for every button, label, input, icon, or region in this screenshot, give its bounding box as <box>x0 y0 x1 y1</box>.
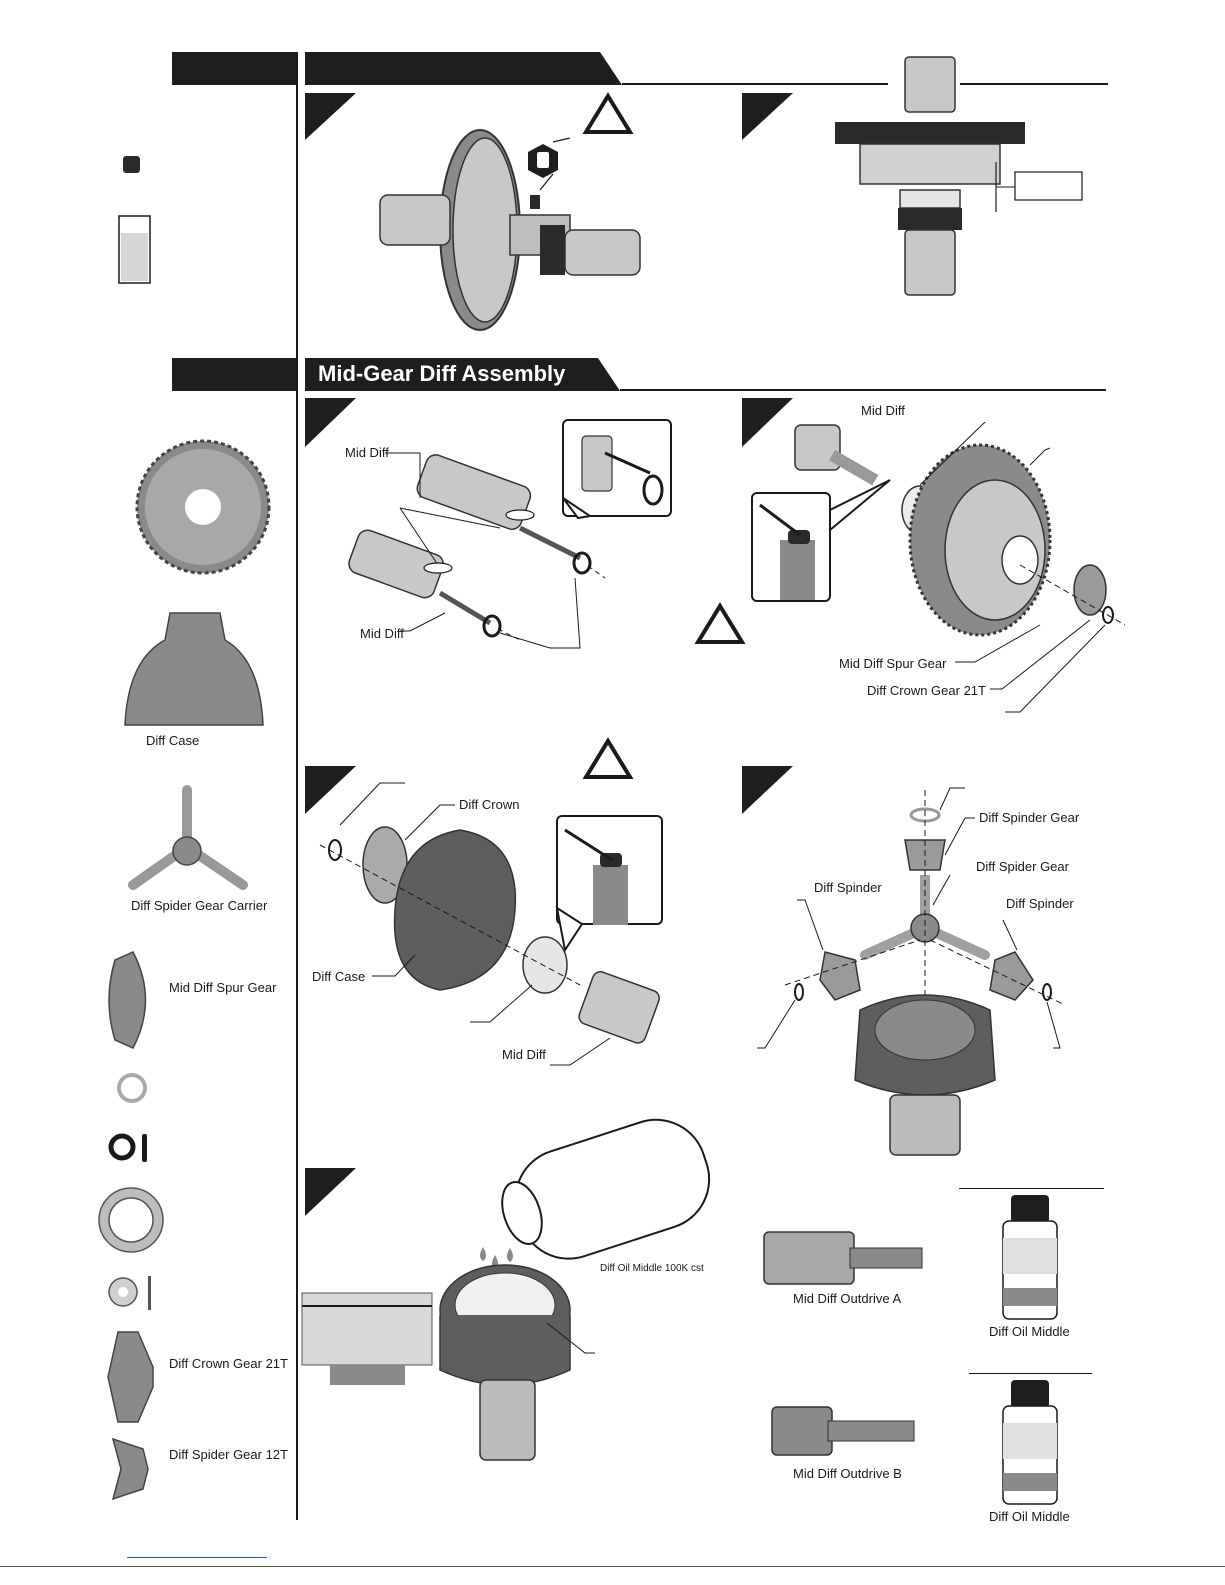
oil-scale-icon <box>118 215 151 284</box>
oil-bottle-icon <box>1002 1195 1058 1320</box>
oil-bottle-icon <box>1002 1380 1058 1505</box>
label-outdrive-a: Mid Diff Outdrive A <box>793 1291 902 1306</box>
diff-case-part-icon <box>124 612 264 726</box>
label-oil-middle: Diff Oil Middle <box>989 1509 1070 1524</box>
sidebar-header-middle <box>172 358 296 391</box>
sidebar-label-mid-diff-spur-gear: Mid Diff Spur Gear <box>169 980 277 995</box>
o-ring-icon <box>108 1133 147 1162</box>
warning-icon <box>694 602 746 644</box>
sidebar-label-spider-gear-carrier: Diff Spider Gear Carrier <box>131 898 268 913</box>
parts-divider <box>969 1373 1092 1374</box>
warning-icon <box>582 737 634 779</box>
section-banner-mid-diff <box>305 358 1106 391</box>
mid-diff-spur-gear-side-icon <box>108 951 147 1049</box>
callout-mid-diff-spur-gear: Mid Diff Spur Gear <box>839 656 947 671</box>
warning-icon <box>582 92 634 134</box>
label-oil-middle: Diff Oil Middle <box>989 1324 1070 1339</box>
sidebar-label-diff-case: Diff Case <box>146 733 200 748</box>
sidebar-label-crown-gear-21t: Diff Crown Gear 21T <box>169 1356 288 1371</box>
parts-divider <box>959 1188 1104 1189</box>
callout-mid-diff: Mid Diff <box>345 445 389 460</box>
e-clip-icon <box>117 1073 147 1103</box>
oil-filling-illustration <box>301 1118 711 1461</box>
section-title: Mid-Gear Diff Assembly <box>318 361 566 386</box>
callout-diff-spinder: Diff Spinder <box>814 880 882 895</box>
vertical-divider <box>296 52 298 1520</box>
footer-rule <box>0 1566 1225 1567</box>
callout-diff-spinder: Diff Spinder <box>1006 896 1074 911</box>
diff-side-view-illustration <box>835 56 1083 296</box>
footer-link-underline[interactable] <box>127 1557 267 1558</box>
callout-diff-oil-middle-100k: Diff Oil Middle 100K cst <box>600 1263 704 1274</box>
spur-gear-part-icon <box>135 439 271 575</box>
sidebar-label-spider-gear-12t: Diff Spider Gear 12T <box>169 1447 288 1462</box>
callout-diff-crown-gear-21t: Diff Crown Gear 21T <box>867 683 986 698</box>
sidebar-header-top <box>172 52 296 85</box>
callout-diff-spider-gear: Diff Spider Gear <box>976 859 1069 874</box>
callout-diff-crown: Diff Crown <box>459 797 520 812</box>
section-banner-top <box>305 52 1108 85</box>
callout-diff-case: Diff Case <box>312 969 366 984</box>
outdrive-a-icon <box>763 1231 923 1285</box>
callout-mid-diff: Mid Diff <box>861 403 905 418</box>
bearing-icon <box>98 1187 164 1253</box>
spider-gear-carrier-part-icon <box>128 785 248 890</box>
crown-into-case-illustration <box>319 782 663 1066</box>
callout-mid-diff: Mid Diff <box>502 1047 546 1062</box>
spider-gear-12t-part-icon <box>111 1437 149 1501</box>
callout-diff-spinder-gear: Diff Spinder Gear <box>979 810 1080 825</box>
outdrive-oring-illustration <box>348 419 672 649</box>
washer-icon <box>108 1276 151 1310</box>
spider-gear-exploded-illustration <box>757 787 1066 1156</box>
crown-gear-part-icon <box>107 1331 154 1423</box>
label-outdrive-b: Mid Diff Outdrive B <box>793 1466 902 1481</box>
assembled-mid-diff-illustration <box>379 129 641 331</box>
small-screw-icon <box>123 156 140 173</box>
callout-mid-diff: Mid Diff <box>360 626 404 641</box>
spur-gear-exploded-illustration <box>751 421 1126 713</box>
outdrive-b-icon <box>771 1406 915 1456</box>
